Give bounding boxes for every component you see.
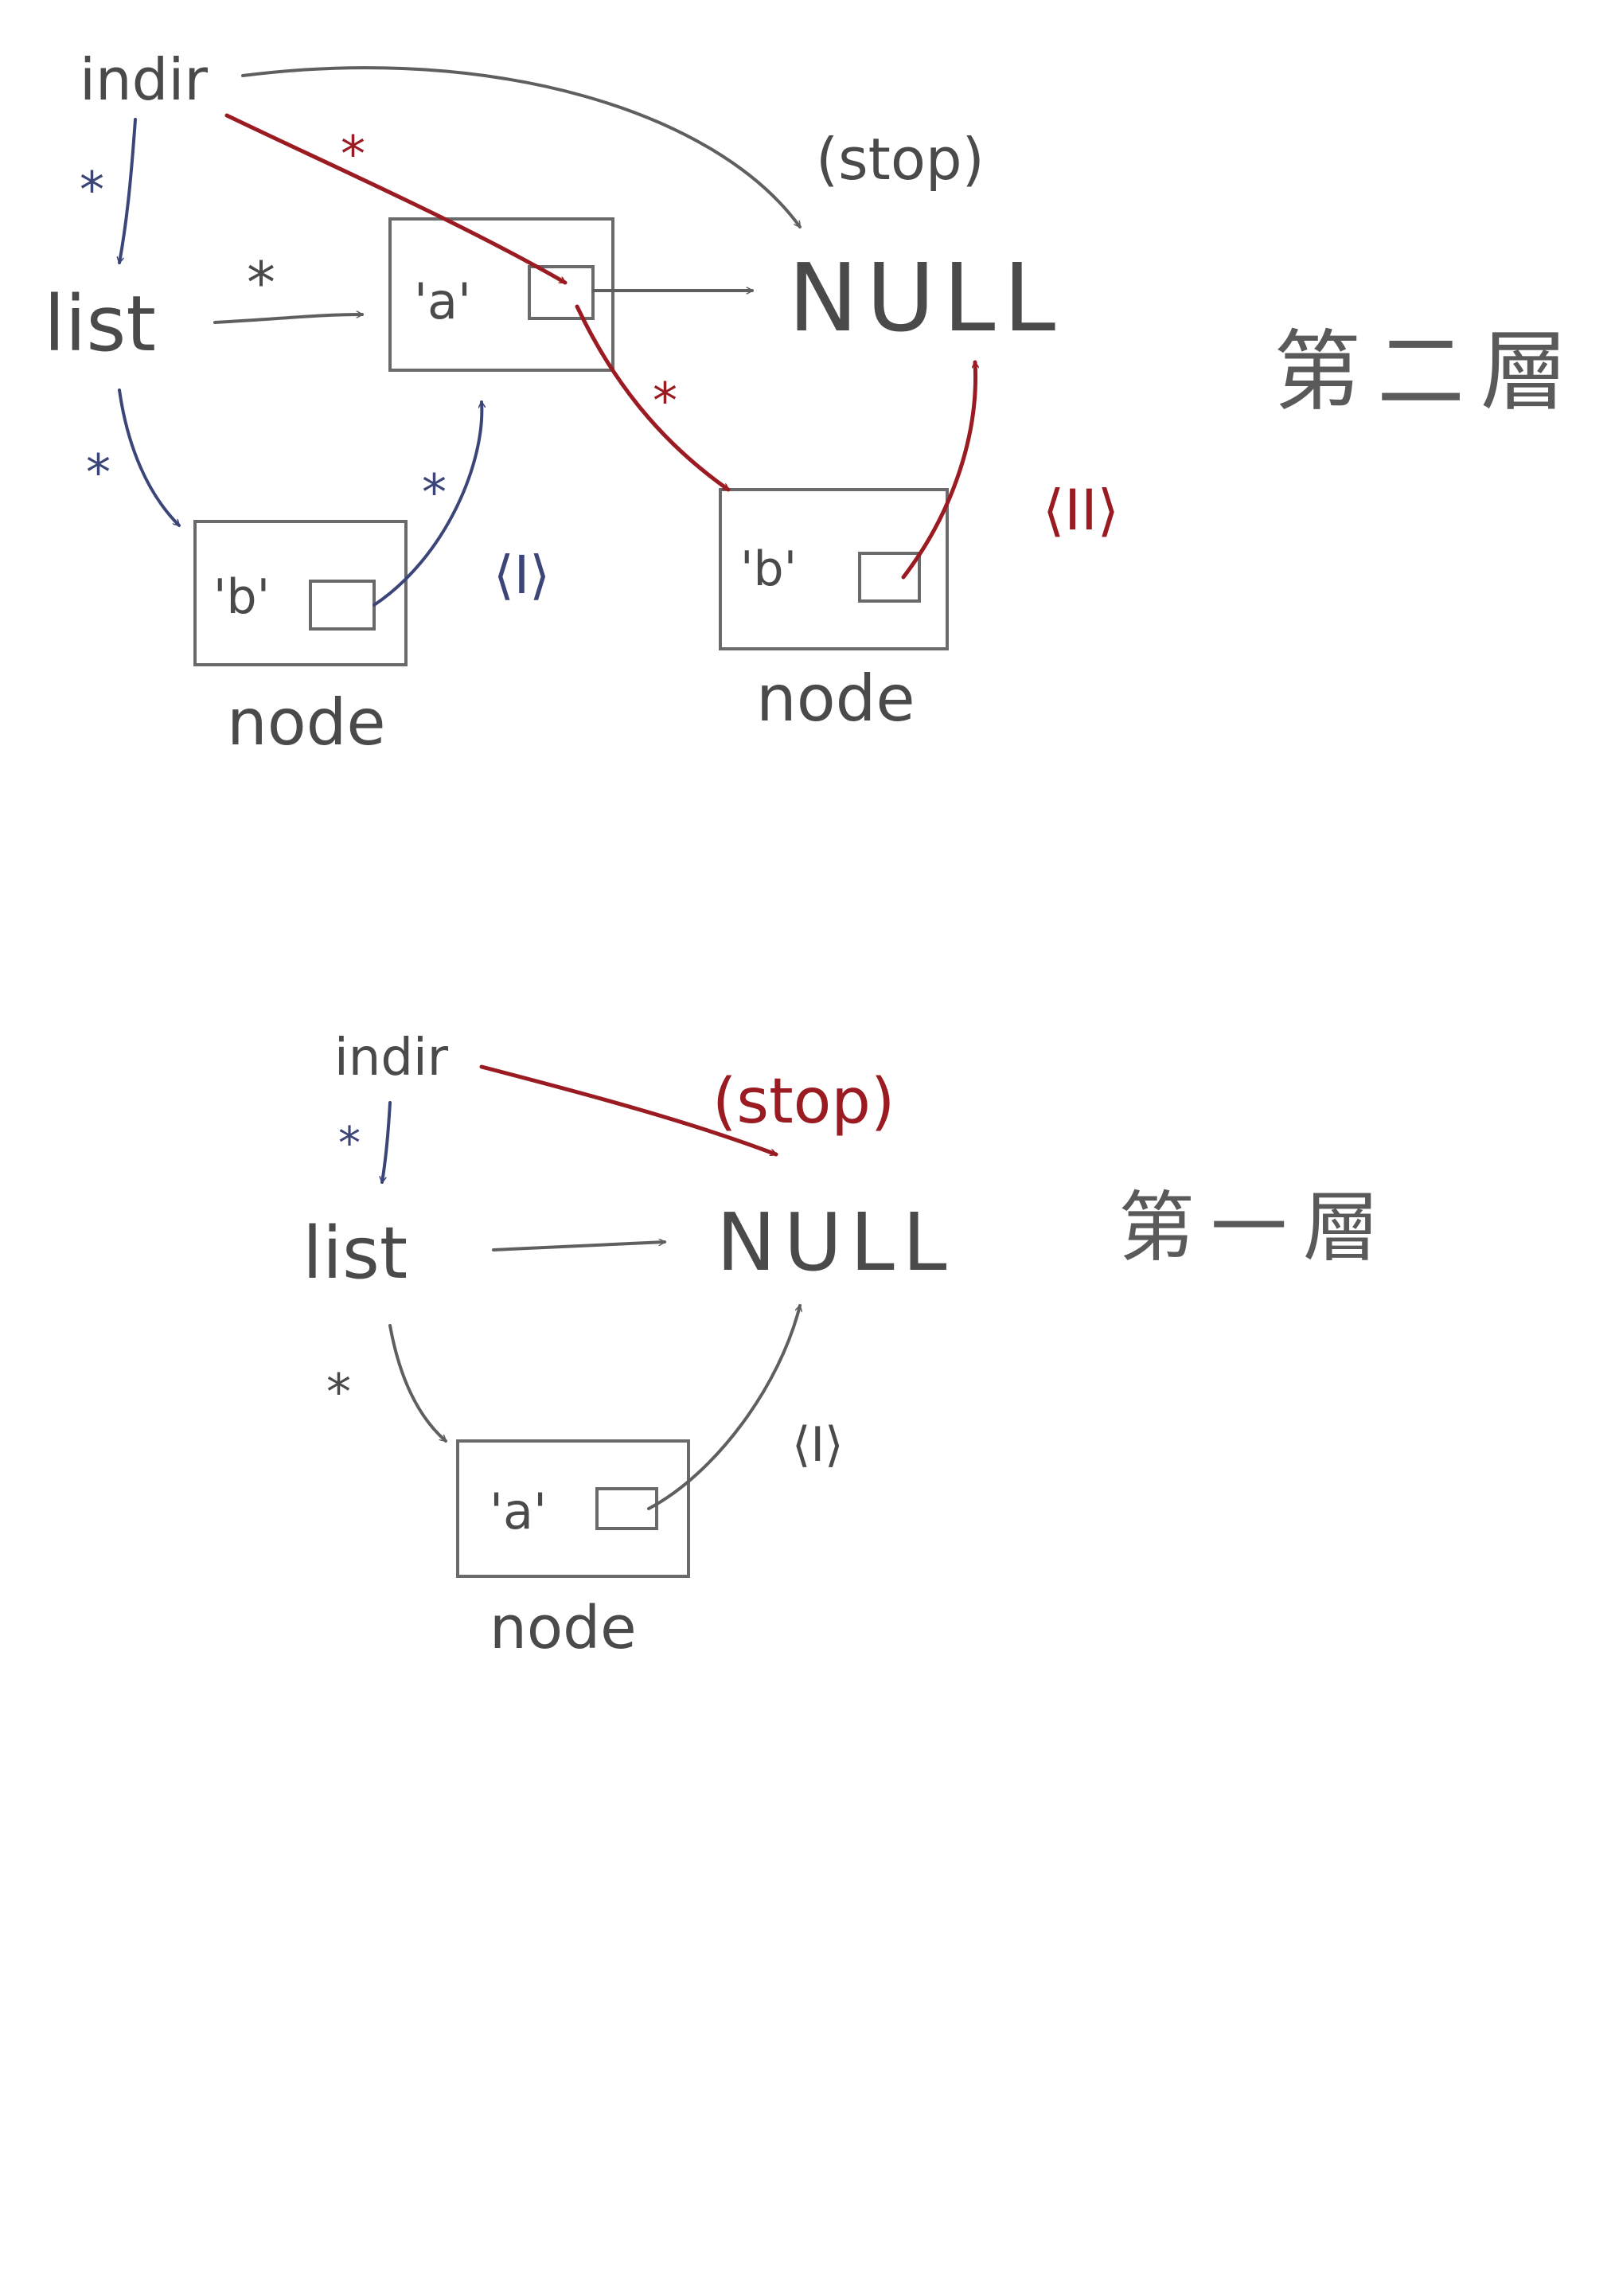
lower-arrow-list-to-null xyxy=(492,1242,666,1251)
upper-arrow-node-right-to-null xyxy=(901,360,976,580)
upper-null-label: NULL xyxy=(788,243,1063,353)
upper-arrow-list-to-node-a xyxy=(213,314,364,324)
upper-star-indir-next: * xyxy=(341,125,365,183)
upper-arrow-node-left-to-node-a xyxy=(373,400,482,607)
lower-mark-one: ⟨I⟩ xyxy=(792,1417,844,1473)
upper-stop-label: (stop) xyxy=(816,126,985,193)
lower-list-label: list xyxy=(302,1212,408,1295)
lower-node-next-field xyxy=(595,1487,658,1530)
upper-list-label: list xyxy=(44,279,156,369)
upper-arrow-indir-to-next-field xyxy=(224,113,568,285)
lower-node-box xyxy=(456,1439,690,1578)
upper-node-left-box xyxy=(193,520,408,666)
upper-node-left-label: node xyxy=(227,685,386,759)
upper-node-a-value: 'a' xyxy=(414,272,471,330)
upper-node-right-value: 'b' xyxy=(740,541,797,597)
lower-node-value: 'a' xyxy=(490,1482,547,1540)
upper-star-list-node-a: * xyxy=(247,249,275,316)
upper-star-indir-list: * xyxy=(80,161,104,219)
lower-diagram: indir list NULL (stop) 'a' node * * ⟨I⟩ … xyxy=(302,1029,1395,1662)
upper-star-next-node-right: * xyxy=(653,372,677,430)
lower-null-label: NULL xyxy=(716,1196,954,1289)
upper-node-right-label: node xyxy=(756,662,915,736)
upper-star-node-left-node-a: * xyxy=(422,463,447,521)
upper-node-left-next-field xyxy=(309,580,376,631)
upper-node-right-box xyxy=(719,488,949,650)
upper-indir-label: indir xyxy=(80,46,208,113)
lower-indir-label: indir xyxy=(334,1029,449,1087)
upper-node-a-next-field xyxy=(528,265,595,320)
lower-arrow-node-to-null xyxy=(647,1306,800,1510)
upper-node-left-value: 'b' xyxy=(213,569,270,625)
upper-arrow-list-to-node-left xyxy=(118,389,181,527)
upper-node-right-next-field xyxy=(858,552,921,603)
lower-star-indir-list: * xyxy=(338,1118,361,1169)
upper-star-list-node-left: * xyxy=(86,443,111,502)
lower-stop-label: (stop) xyxy=(712,1066,895,1138)
lower-node-label: node xyxy=(490,1594,637,1662)
upper-layer-label: 第二層 xyxy=(1274,321,1584,423)
upper-node-a-box xyxy=(388,217,614,372)
lower-layer-label: 第一層 xyxy=(1118,1183,1395,1272)
upper-arrow-indir-to-null xyxy=(241,66,802,228)
upper-diagram: indir list NULL (stop) 'a' 'b' node 'b' … xyxy=(44,46,1584,759)
lower-arrow-indir-to-list xyxy=(382,1101,392,1182)
upper-mark-two: ⟨II⟩ xyxy=(1043,478,1119,543)
upper-arrow-next-field-to-node-right xyxy=(575,304,731,492)
lower-star-list-node: * xyxy=(326,1363,351,1421)
lower-arrow-indir-to-null xyxy=(479,1064,778,1157)
lower-arrow-list-to-node xyxy=(388,1324,447,1443)
upper-arrow-indir-to-list xyxy=(119,118,137,263)
upper-mark-one: ⟨I⟩ xyxy=(493,545,550,606)
